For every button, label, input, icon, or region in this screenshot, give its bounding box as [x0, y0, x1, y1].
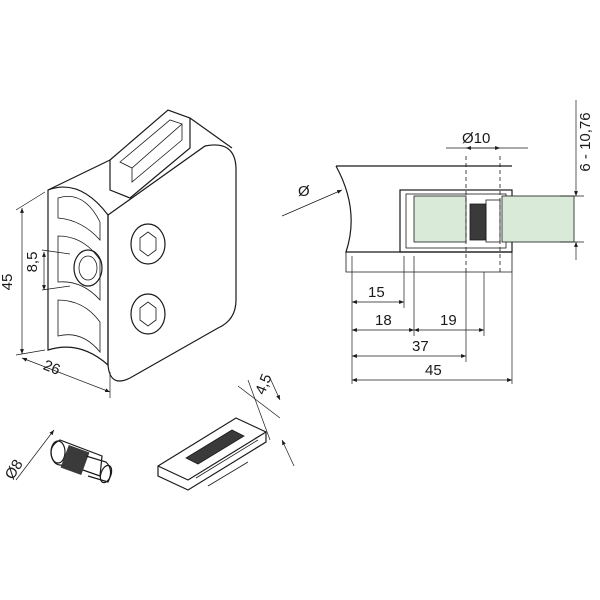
dim-18-label: 18 — [375, 312, 392, 329]
glass-pane-inner — [413, 195, 467, 243]
dim-glass-range-label: 6 - 10,76 — [577, 112, 594, 171]
dim-pad-label: 4,5 — [252, 371, 276, 397]
clamp-section-view: Ø10 6 - 10,76 Ø 15 18 19 37 45 — [281, 100, 594, 384]
glass-pane-outer — [501, 195, 575, 243]
screw-top — [130, 223, 166, 265]
dim-37-label: 37 — [412, 338, 429, 355]
dim-hole-label: 8,5 — [24, 252, 41, 273]
dim-pin-dia-label: Ø10 — [462, 130, 490, 147]
dim-height-label: 45 — [0, 274, 16, 291]
screw-bottom — [130, 293, 166, 335]
pin-part: Ø8 — [2, 429, 113, 484]
dim-pipe-dia-label: Ø — [298, 183, 310, 200]
rubber-pad — [469, 203, 487, 241]
dim-pin-label: Ø8 — [2, 457, 27, 483]
dim-15-label: 15 — [368, 284, 385, 301]
dim-depth-label: 26 — [41, 357, 63, 379]
dim-19-label: 19 — [440, 312, 457, 329]
dim-45-label: 45 — [425, 362, 442, 379]
pad-part: 4,5 — [157, 371, 295, 491]
clamp-isometric-view: 45 8,5 26 — [0, 109, 237, 398]
